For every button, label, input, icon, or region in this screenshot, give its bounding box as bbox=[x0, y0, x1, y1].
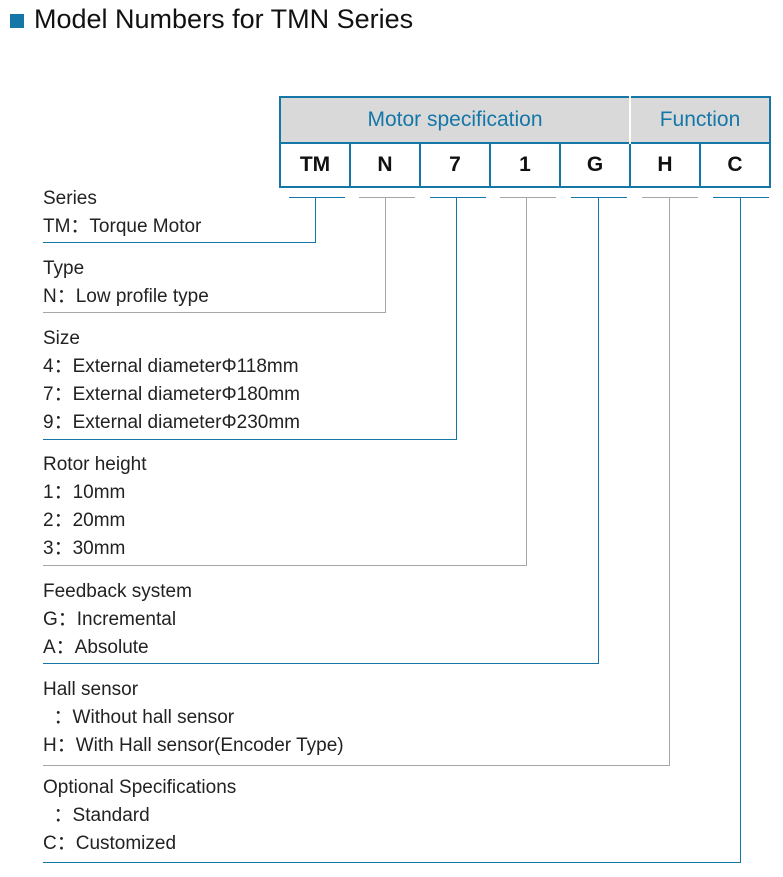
series-option: TM：Torque Motor bbox=[43, 216, 202, 237]
code-optional: C bbox=[699, 142, 770, 187]
rotor-height-option: 2：20mm bbox=[43, 510, 126, 531]
code-rotor-height: 1 bbox=[489, 142, 560, 187]
dash-type bbox=[359, 197, 415, 198]
dash-feedback bbox=[571, 197, 627, 198]
separator-type bbox=[43, 312, 386, 313]
hall-sensor-option: ：Without hall sensor bbox=[43, 707, 235, 728]
connector-series bbox=[315, 198, 316, 242]
separator-feedback bbox=[43, 663, 599, 664]
optional-spec-heading: Optional Specifications bbox=[43, 777, 237, 798]
connector-type bbox=[385, 198, 386, 312]
rotor-height-option: 1：10mm bbox=[43, 482, 126, 503]
connector-optional bbox=[740, 198, 741, 862]
separator-optional bbox=[43, 862, 741, 863]
type-heading: Type bbox=[43, 258, 85, 279]
type-option: N：Low profile type bbox=[43, 286, 209, 307]
code-size: 7 bbox=[419, 142, 490, 187]
feedback-option: A：Absolute bbox=[43, 637, 149, 658]
code-feedback: G bbox=[559, 142, 630, 187]
dash-optional bbox=[713, 197, 769, 198]
size-option: 9：External diameterΦ230mm bbox=[43, 412, 300, 433]
size-option: 4：External diameterΦ118mm bbox=[43, 356, 299, 377]
feedback-option: G：Incremental bbox=[43, 609, 177, 630]
rotor-height-heading: Rotor height bbox=[43, 454, 147, 475]
function-header: Function bbox=[630, 97, 770, 143]
separator-rotor bbox=[43, 565, 527, 566]
size-heading: Size bbox=[43, 328, 80, 349]
connector-feedback bbox=[598, 198, 599, 663]
optional-spec-option: ：Standard bbox=[43, 805, 150, 826]
dash-size bbox=[430, 197, 486, 198]
connector-hall bbox=[669, 198, 670, 765]
size-option: 7：External diameterΦ180mm bbox=[43, 384, 300, 405]
dash-series bbox=[289, 197, 345, 198]
motor-spec-header: Motor specification bbox=[280, 97, 631, 143]
title-bullet-square bbox=[10, 14, 24, 28]
feedback-heading: Feedback system bbox=[43, 581, 192, 602]
separator-series bbox=[43, 242, 316, 243]
hall-sensor-option: H：With Hall sensor(Encoder Type) bbox=[43, 735, 344, 756]
connector-size bbox=[456, 198, 457, 439]
code-type: N bbox=[349, 142, 420, 187]
page-title: Model Numbers for TMN Series bbox=[34, 4, 414, 34]
model-code-table: Motor specification Function TM N 7 1 G … bbox=[279, 96, 771, 188]
separator-size bbox=[43, 439, 457, 440]
connector-rotor bbox=[526, 198, 527, 565]
hall-sensor-heading: Hall sensor bbox=[43, 679, 139, 700]
separator-hall bbox=[43, 765, 670, 766]
code-hall-sensor: H bbox=[629, 142, 700, 187]
dash-rotor bbox=[500, 197, 556, 198]
series-heading: Series bbox=[43, 188, 97, 209]
optional-spec-option: C：Customized bbox=[43, 833, 177, 854]
rotor-height-option: 3：30mm bbox=[43, 538, 126, 559]
dash-hall bbox=[642, 197, 698, 198]
code-series: TM bbox=[280, 142, 350, 187]
